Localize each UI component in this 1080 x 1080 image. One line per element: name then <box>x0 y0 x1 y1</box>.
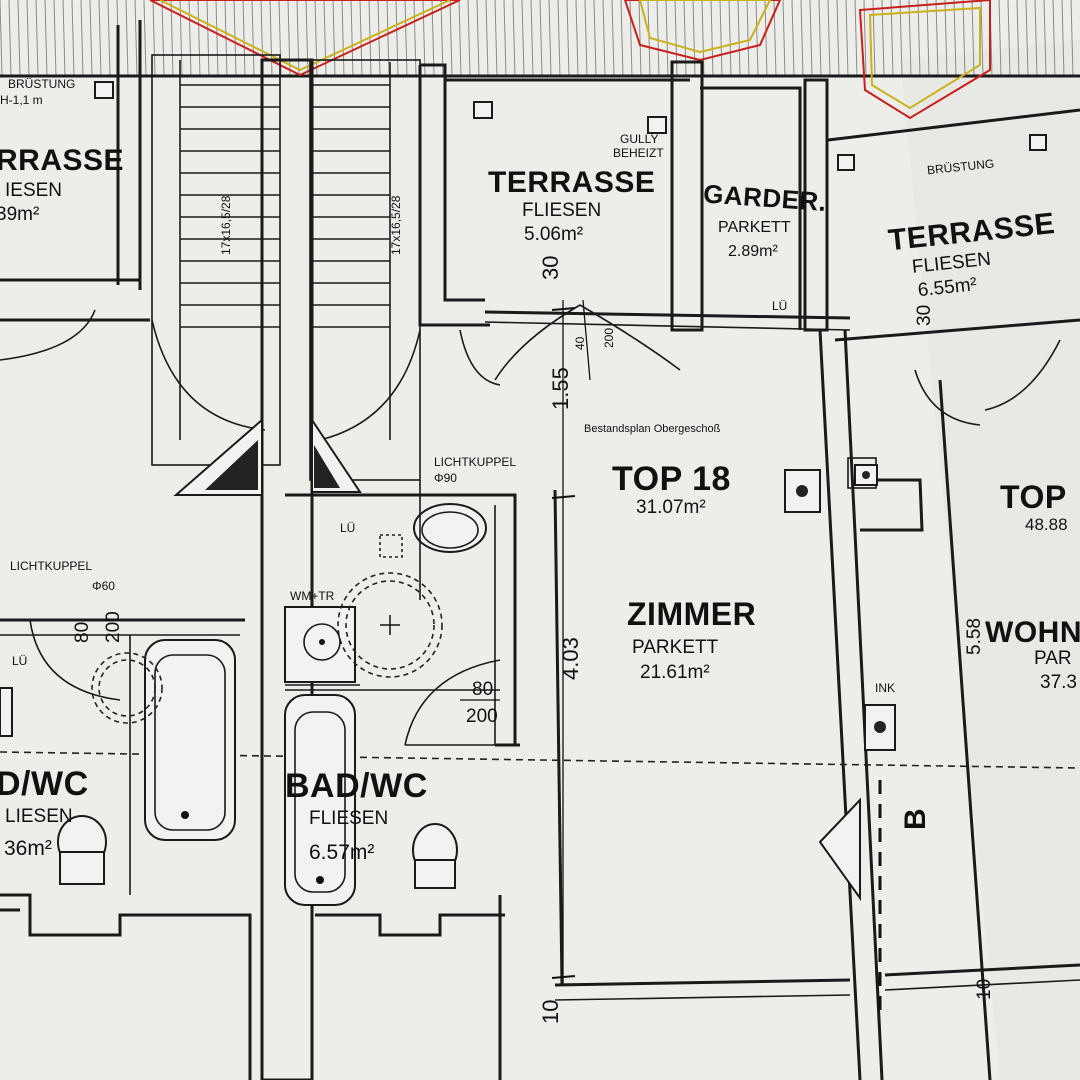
dim-10-right: 10 <box>974 979 995 1000</box>
dim-5-58: 5.58 <box>964 618 985 655</box>
dim-200-center: 200 <box>466 706 498 727</box>
zimmer-name: ZIMMER <box>627 596 756 632</box>
door-dim-top: 40 <box>573 336 587 350</box>
wohnzimmer-material: PAR <box>1034 648 1072 669</box>
vent-label-garderobe: LÜ <box>772 299 787 313</box>
stair-label-left: 17x16,5/28 <box>219 195 233 255</box>
walls <box>0 20 1080 1080</box>
center-terrace-area: 5.06m² <box>524 224 583 245</box>
dim-1-55: 1.55 <box>548 367 573 410</box>
left-terrace-area: 39m² <box>0 204 39 225</box>
section-marker-label: B <box>899 808 932 830</box>
stair-label-right: 17x16,5/28 <box>389 195 403 255</box>
roof-window-right-1 <box>623 0 782 62</box>
zimmer-material: PARKETT <box>632 637 719 658</box>
dim-4-03: 4.03 <box>558 637 583 680</box>
door-dim-bottom: 200 <box>602 328 616 348</box>
skylight-center-label: LICHTKUPPEL <box>434 455 516 469</box>
left-terrace-name: RRASSE <box>0 144 124 177</box>
wohnzimmer-area: 37.3 <box>1040 672 1077 693</box>
dim-30-right: 30 <box>914 305 935 326</box>
dim-30-center: 30 <box>538 256 563 280</box>
unit-name: TOP 18 <box>612 460 731 498</box>
left-terrace-note2: H-1,1 m <box>0 93 43 107</box>
dim-200-left: 200 <box>103 611 124 643</box>
center-terrace-material: FLIESEN <box>522 200 601 221</box>
skylight-left-label: LICHTKUPPEL <box>10 559 92 573</box>
skylight-left-diameter: Φ60 <box>92 579 115 593</box>
center-terrace-name: TERRASSE <box>488 166 655 199</box>
unit-area: 31.07m² <box>636 497 706 518</box>
center-gully-label: GULLY <box>620 132 658 146</box>
bath-name: BAD/WC <box>285 767 428 805</box>
bath-material: FLIESEN <box>309 808 388 829</box>
plan-caption: Bestandsplan Obergeschoß <box>584 423 721 435</box>
zimmer-area: 21.61m² <box>640 662 710 683</box>
right-unit-name: TOP <box>1000 479 1067 515</box>
dim-80-left: 80 <box>72 622 93 643</box>
washer-dryer-label: WM+TR <box>290 589 335 603</box>
dim-80-center: 80 <box>472 679 493 700</box>
wohnzimmer-name: WOHNZ <box>985 616 1080 649</box>
outlet-markers <box>94 81 1047 751</box>
garderobe-material: PARKETT <box>718 219 791 236</box>
center-gully-label2: BEHEIZT <box>613 146 664 160</box>
left-terrace-material: IESEN <box>5 180 62 201</box>
right-unit-area: 48.88 <box>1025 515 1068 534</box>
ink-label: INK <box>875 681 895 695</box>
left-terrace-note: BRÜSTUNG <box>8 77 75 91</box>
left-bath-fixtures <box>0 619 236 885</box>
bath-area: 6.57m² <box>309 841 374 864</box>
roof-window-right-2 <box>858 0 991 120</box>
left-bath-area: 36m² <box>4 837 52 860</box>
left-bath-name: D/WC <box>0 765 89 803</box>
skylight-center-diameter: Φ90 <box>434 471 457 485</box>
garderobe-area: 2.89m² <box>728 243 778 260</box>
roof-window-center <box>149 0 461 77</box>
vent-label-center: LÜ <box>340 521 355 535</box>
bath-fixtures <box>284 480 501 906</box>
dim-10-bottom: 10 <box>538 1000 563 1024</box>
dimension-lines <box>460 299 591 985</box>
vent-label-left: LÜ <box>12 654 27 668</box>
left-bath-material: LIESEN <box>5 806 73 827</box>
